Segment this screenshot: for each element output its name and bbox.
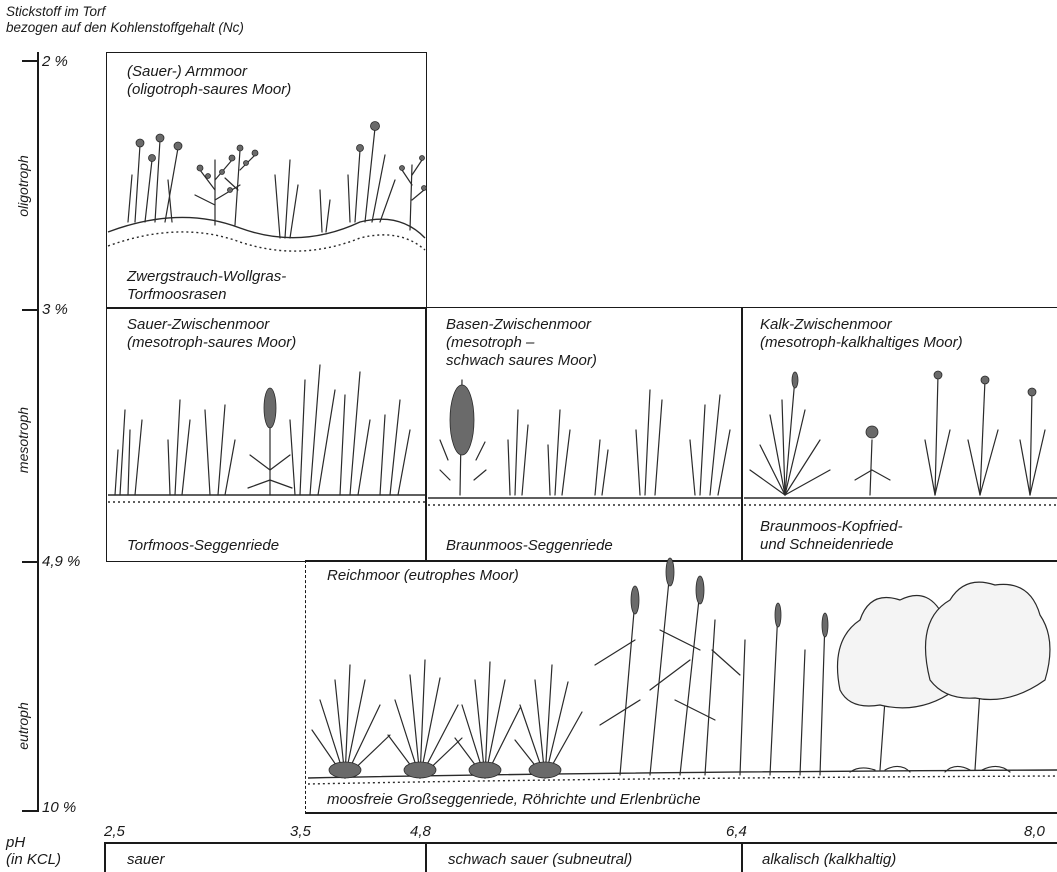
basen-zw-illustration bbox=[428, 380, 741, 505]
sauer-zw-illustration bbox=[108, 365, 425, 502]
kalk-zw-illustration bbox=[744, 371, 1057, 505]
armmoor-illustration bbox=[108, 122, 427, 252]
reichmoor-illustration bbox=[308, 558, 1057, 784]
